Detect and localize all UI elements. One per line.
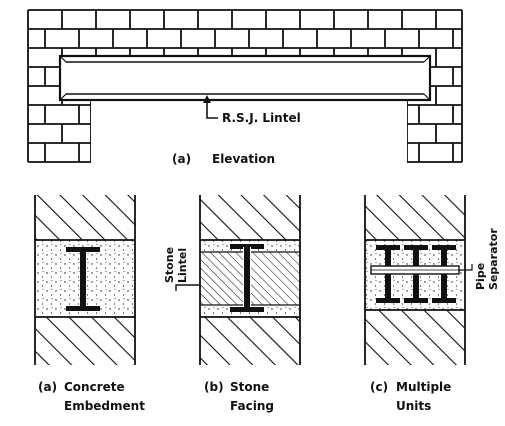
caption-c-letter: (c) xyxy=(370,380,388,394)
caption-a-line2: Embedment xyxy=(64,399,145,413)
section-concrete-embedment: (a) Concrete Embedment xyxy=(34,195,145,413)
side-label-pipe: Pipe xyxy=(474,263,487,290)
caption-b-letter: (b) xyxy=(204,380,224,394)
section-multiple-units: Pipe Separator (c) Multiple Units xyxy=(364,195,500,413)
pipe-separator xyxy=(370,265,460,275)
elevation-caption: Elevation xyxy=(212,152,275,166)
caption-c-line1: Multiple xyxy=(396,380,451,394)
beam-leader xyxy=(203,95,218,119)
section-stone-facing: Stone Lintel (b) Stone Facing xyxy=(163,195,301,413)
pipe-separator-leader xyxy=(459,264,473,271)
elevation-caption-letter: (a) xyxy=(172,152,191,166)
wall-opening xyxy=(91,100,407,162)
beam-label: R.S.J. Lintel xyxy=(222,111,301,125)
i-beam xyxy=(66,247,100,311)
caption-c-line2: Units xyxy=(396,399,431,413)
elevation-view: R.S.J. Lintel (a) Elevation xyxy=(27,9,463,166)
caption-b-line2: Facing xyxy=(230,399,274,413)
caption-b-line1: Stone xyxy=(230,380,269,394)
caption-a-line1: Concrete xyxy=(64,380,125,394)
side-label-separator: Separator xyxy=(487,228,500,290)
i-beam xyxy=(230,244,264,312)
rsj-lintel-beam xyxy=(58,54,432,102)
stone-lintel-leader xyxy=(175,284,200,291)
caption-a-letter: (a) xyxy=(38,380,57,394)
side-label-lintel: Lintel xyxy=(176,248,189,283)
side-label-stone: Stone xyxy=(163,247,176,283)
